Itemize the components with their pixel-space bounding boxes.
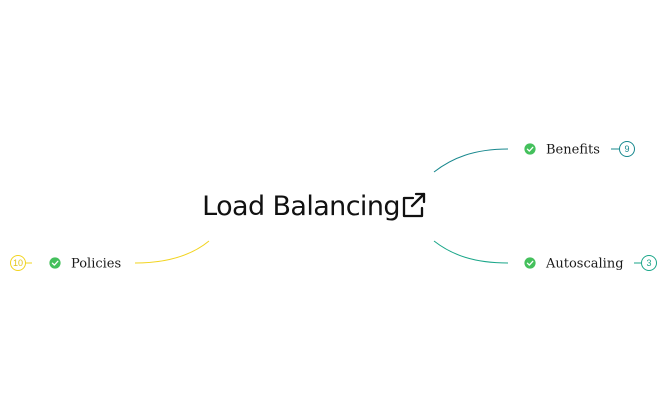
root-topic[interactable]: Load Balancing	[202, 191, 426, 222]
badge-count-policies: 10	[13, 258, 23, 268]
connector-benefits	[433, 148, 509, 173]
badge-count-autoscaling: 3	[646, 258, 651, 268]
external-link-icon[interactable]	[402, 192, 426, 218]
collapse-count-badge[interactable]: 9	[619, 141, 635, 157]
collapse-count-badge[interactable]: 3	[641, 255, 657, 271]
branch-label-autoscaling: Autoscaling	[545, 257, 624, 272]
check-circle-icon	[524, 143, 536, 155]
branch-benefits[interactable]: Benefits 9	[524, 141, 635, 158]
check-circle-icon	[49, 257, 61, 269]
collapse-count-badge[interactable]: 10	[10, 255, 26, 271]
check-circle-icon	[524, 257, 536, 269]
branch-label-benefits: Benefits	[546, 143, 600, 158]
connector-policies	[134, 240, 210, 264]
connector-autoscaling	[433, 240, 509, 264]
branch-policies[interactable]: 10 Policies	[10, 255, 122, 272]
root-title: Load Balancing	[202, 191, 400, 222]
badge-count-benefits: 9	[624, 144, 629, 154]
branch-label-policies: Policies	[71, 257, 121, 272]
branch-autoscaling[interactable]: Autoscaling 3	[524, 255, 657, 272]
